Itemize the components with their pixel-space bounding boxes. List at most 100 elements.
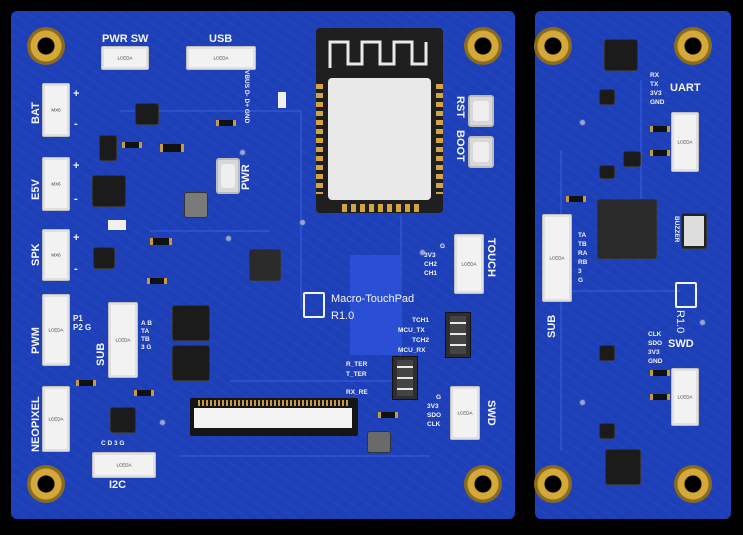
mounting-hole — [27, 465, 65, 503]
dip-left-t-ter: T_TER — [346, 371, 367, 378]
ic-chip — [368, 432, 390, 452]
mounting-hole — [27, 27, 65, 65]
e5v-connector: MX6 — [42, 157, 70, 211]
module-pins-right — [436, 84, 443, 194]
dip-switch-left[interactable] — [392, 356, 418, 400]
ic-chip — [173, 306, 209, 340]
dip-switch-right[interactable] — [445, 312, 471, 358]
resistor — [566, 196, 586, 202]
swd-pin-g: G — [436, 394, 442, 401]
ic-chip — [605, 40, 637, 70]
sub-board-pin-ta: TA — [578, 232, 587, 239]
resistor — [216, 120, 236, 126]
ic-chip — [600, 424, 614, 438]
capacitor — [278, 92, 286, 108]
sub-board-pin-ra: RA — [578, 250, 588, 257]
mcu-chip — [598, 200, 656, 258]
uart-label: UART — [670, 82, 701, 94]
ic-chip — [94, 248, 114, 268]
uart-pin-tx: TX — [650, 81, 659, 88]
connector-mark: LCEDA — [677, 394, 693, 400]
bat-connector: MX6 — [42, 83, 70, 137]
uart-pin-3v3: 3V3 — [650, 90, 662, 97]
connector-mark: LCEDA — [677, 139, 693, 145]
sub-swd-pin-3v3: 3V3 — [648, 349, 660, 356]
ic-chip — [173, 346, 209, 380]
resistor — [650, 370, 670, 376]
e5v-minus-mark: - — [74, 193, 78, 205]
usb-connector: LCEDA — [186, 46, 256, 70]
resistor — [650, 150, 670, 156]
mounting-hole — [534, 27, 572, 65]
i2c-pin-labels: C D 3 G — [101, 440, 125, 447]
ic-chip — [136, 104, 158, 124]
via — [580, 120, 585, 125]
resistor — [134, 390, 154, 396]
rst-button[interactable] — [468, 95, 494, 127]
ic-chip — [100, 136, 116, 160]
pwr-button[interactable] — [216, 158, 240, 194]
ic-chip — [185, 193, 207, 217]
copper-trace — [640, 80, 642, 200]
spk-plus-mark: + — [73, 232, 80, 244]
connector-mark: LCEDA — [117, 55, 133, 61]
capacitor — [108, 220, 126, 230]
ffc-connector — [190, 398, 358, 436]
board-revision: R1.0 — [331, 310, 355, 322]
via — [700, 320, 705, 325]
ic-chip — [600, 90, 614, 104]
ffc-contacts — [198, 400, 348, 406]
copper-trace — [400, 215, 402, 375]
uart-pin-rx: RX — [650, 72, 660, 79]
via — [420, 250, 425, 255]
buzzer-label: BUZZER — [673, 216, 680, 243]
sub-board-logo — [675, 282, 697, 308]
connector-mark: LCEDA — [461, 261, 477, 267]
ic-chip — [624, 152, 640, 166]
swd-pin-3v3: 3V3 — [427, 403, 439, 410]
via — [226, 236, 231, 241]
resistor — [650, 126, 670, 132]
pwr-sw-connector: LCEDA — [101, 46, 149, 70]
spk-label: SPK — [30, 243, 42, 266]
sub-board-label: SUB — [546, 314, 558, 338]
touch-pin-ch1: CH1 — [424, 270, 438, 277]
connector-mark: LCEDA — [457, 410, 473, 416]
sub-swd-pin-sdo: SDO — [648, 340, 663, 347]
usb-pin-labels: VBUS D- D+ GND — [243, 70, 250, 124]
spk-minus-mark: - — [74, 263, 78, 275]
mounting-hole — [464, 465, 502, 503]
ic-chip — [600, 346, 614, 360]
mounting-hole — [674, 465, 712, 503]
module-pins-bottom — [342, 204, 420, 212]
swd-pin-sdo: SDO — [427, 412, 442, 419]
sub-board-revision: R1.0 — [674, 310, 686, 334]
via — [580, 400, 585, 405]
dip-right-mcu-rx: MCU_RX — [398, 347, 426, 354]
ic-chip — [606, 450, 640, 484]
swd-connector: LCEDA — [450, 386, 480, 440]
board-title: Macro-TouchPad — [331, 293, 415, 305]
uart-connector: LCEDA — [671, 112, 699, 172]
connector-mark: LCEDA — [48, 416, 64, 422]
esp32-module — [316, 28, 443, 213]
sub-label: SUB — [95, 342, 107, 366]
i2c-label: I2C — [109, 479, 127, 491]
copper-trace — [120, 110, 300, 112]
rf-shield — [328, 78, 431, 200]
dip-left-rx-re: RX_RE — [346, 389, 368, 396]
ic-chip — [93, 176, 125, 206]
mounting-hole — [534, 465, 572, 503]
board-logo — [303, 292, 325, 318]
connector-mark: MX6 — [51, 252, 61, 258]
connector-mark: LCEDA — [213, 55, 229, 61]
resistor — [122, 142, 142, 148]
touch-pin-g: G — [440, 243, 446, 250]
resistor — [147, 278, 167, 284]
mounting-hole — [674, 27, 712, 65]
pwm-connector: LCEDA — [42, 294, 70, 366]
pwm-label: PWM — [30, 327, 42, 354]
boot-button[interactable] — [468, 136, 494, 168]
connector-mark: LCEDA — [115, 337, 131, 343]
copper-trace — [180, 455, 430, 457]
